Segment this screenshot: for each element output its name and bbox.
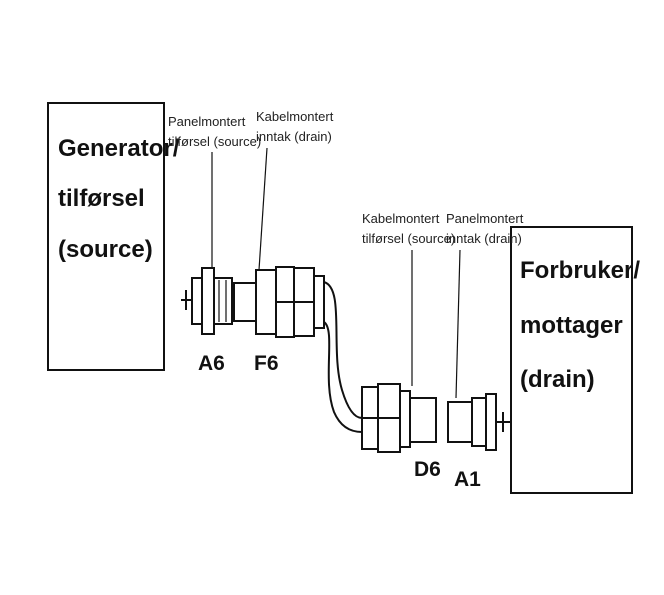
leader-line-cable-drain bbox=[258, 147, 268, 271]
consumer-box: Forbruker/ mottager (drain) bbox=[510, 226, 640, 494]
annotation-cable-drain-line-2: inntak (drain) bbox=[256, 129, 332, 144]
consumer-label-line-2: mottager bbox=[520, 312, 623, 339]
connector-a1-label: A1 bbox=[454, 468, 481, 491]
generator-label-line-3: (source) bbox=[58, 236, 153, 263]
annotation-panel-drain: Panelmontert inntak (drain) bbox=[446, 211, 524, 399]
consumer-label-line-3: (drain) bbox=[520, 366, 595, 393]
annotation-panel-source-line-2: tilførsel (source) bbox=[168, 134, 261, 149]
annotation-panel-source-line-1: Panelmontert bbox=[168, 114, 246, 129]
connector-a6-label: A6 bbox=[198, 352, 225, 375]
connector-a1: A1 bbox=[447, 393, 511, 491]
annotation-panel-drain-line-2: inntak (drain) bbox=[446, 231, 522, 246]
cable bbox=[323, 281, 363, 433]
connector-d6-label: D6 bbox=[414, 458, 441, 481]
generator-box: Generator/ tilførsel (source) bbox=[47, 102, 180, 371]
annotation-cable-source: Kabelmontert tilførsel (source) bbox=[362, 211, 455, 386]
annotation-cable-drain-line-1: Kabelmontert bbox=[256, 109, 334, 124]
connector-d6: D6 bbox=[361, 383, 441, 481]
annotation-panel-source: Panelmontert tilførsel (source) bbox=[168, 114, 261, 268]
annotation-cable-source-line-2: tilførsel (source) bbox=[362, 231, 455, 246]
connector-f6: F6 bbox=[233, 266, 325, 375]
generator-label-line-1: Generator/ bbox=[58, 135, 180, 162]
connector-f6-label: F6 bbox=[254, 352, 279, 375]
leader-line-panel-drain bbox=[455, 249, 461, 399]
annotation-panel-drain-line-1: Panelmontert bbox=[446, 211, 524, 226]
generator-label-line-2: tilførsel bbox=[58, 185, 145, 212]
connector-a6: A6 bbox=[181, 267, 233, 375]
annotation-cable-drain: Kabelmontert inntak (drain) bbox=[256, 109, 334, 271]
annotation-cable-source-line-1: Kabelmontert bbox=[362, 211, 440, 226]
consumer-label-line-1: Forbruker/ bbox=[520, 257, 640, 284]
